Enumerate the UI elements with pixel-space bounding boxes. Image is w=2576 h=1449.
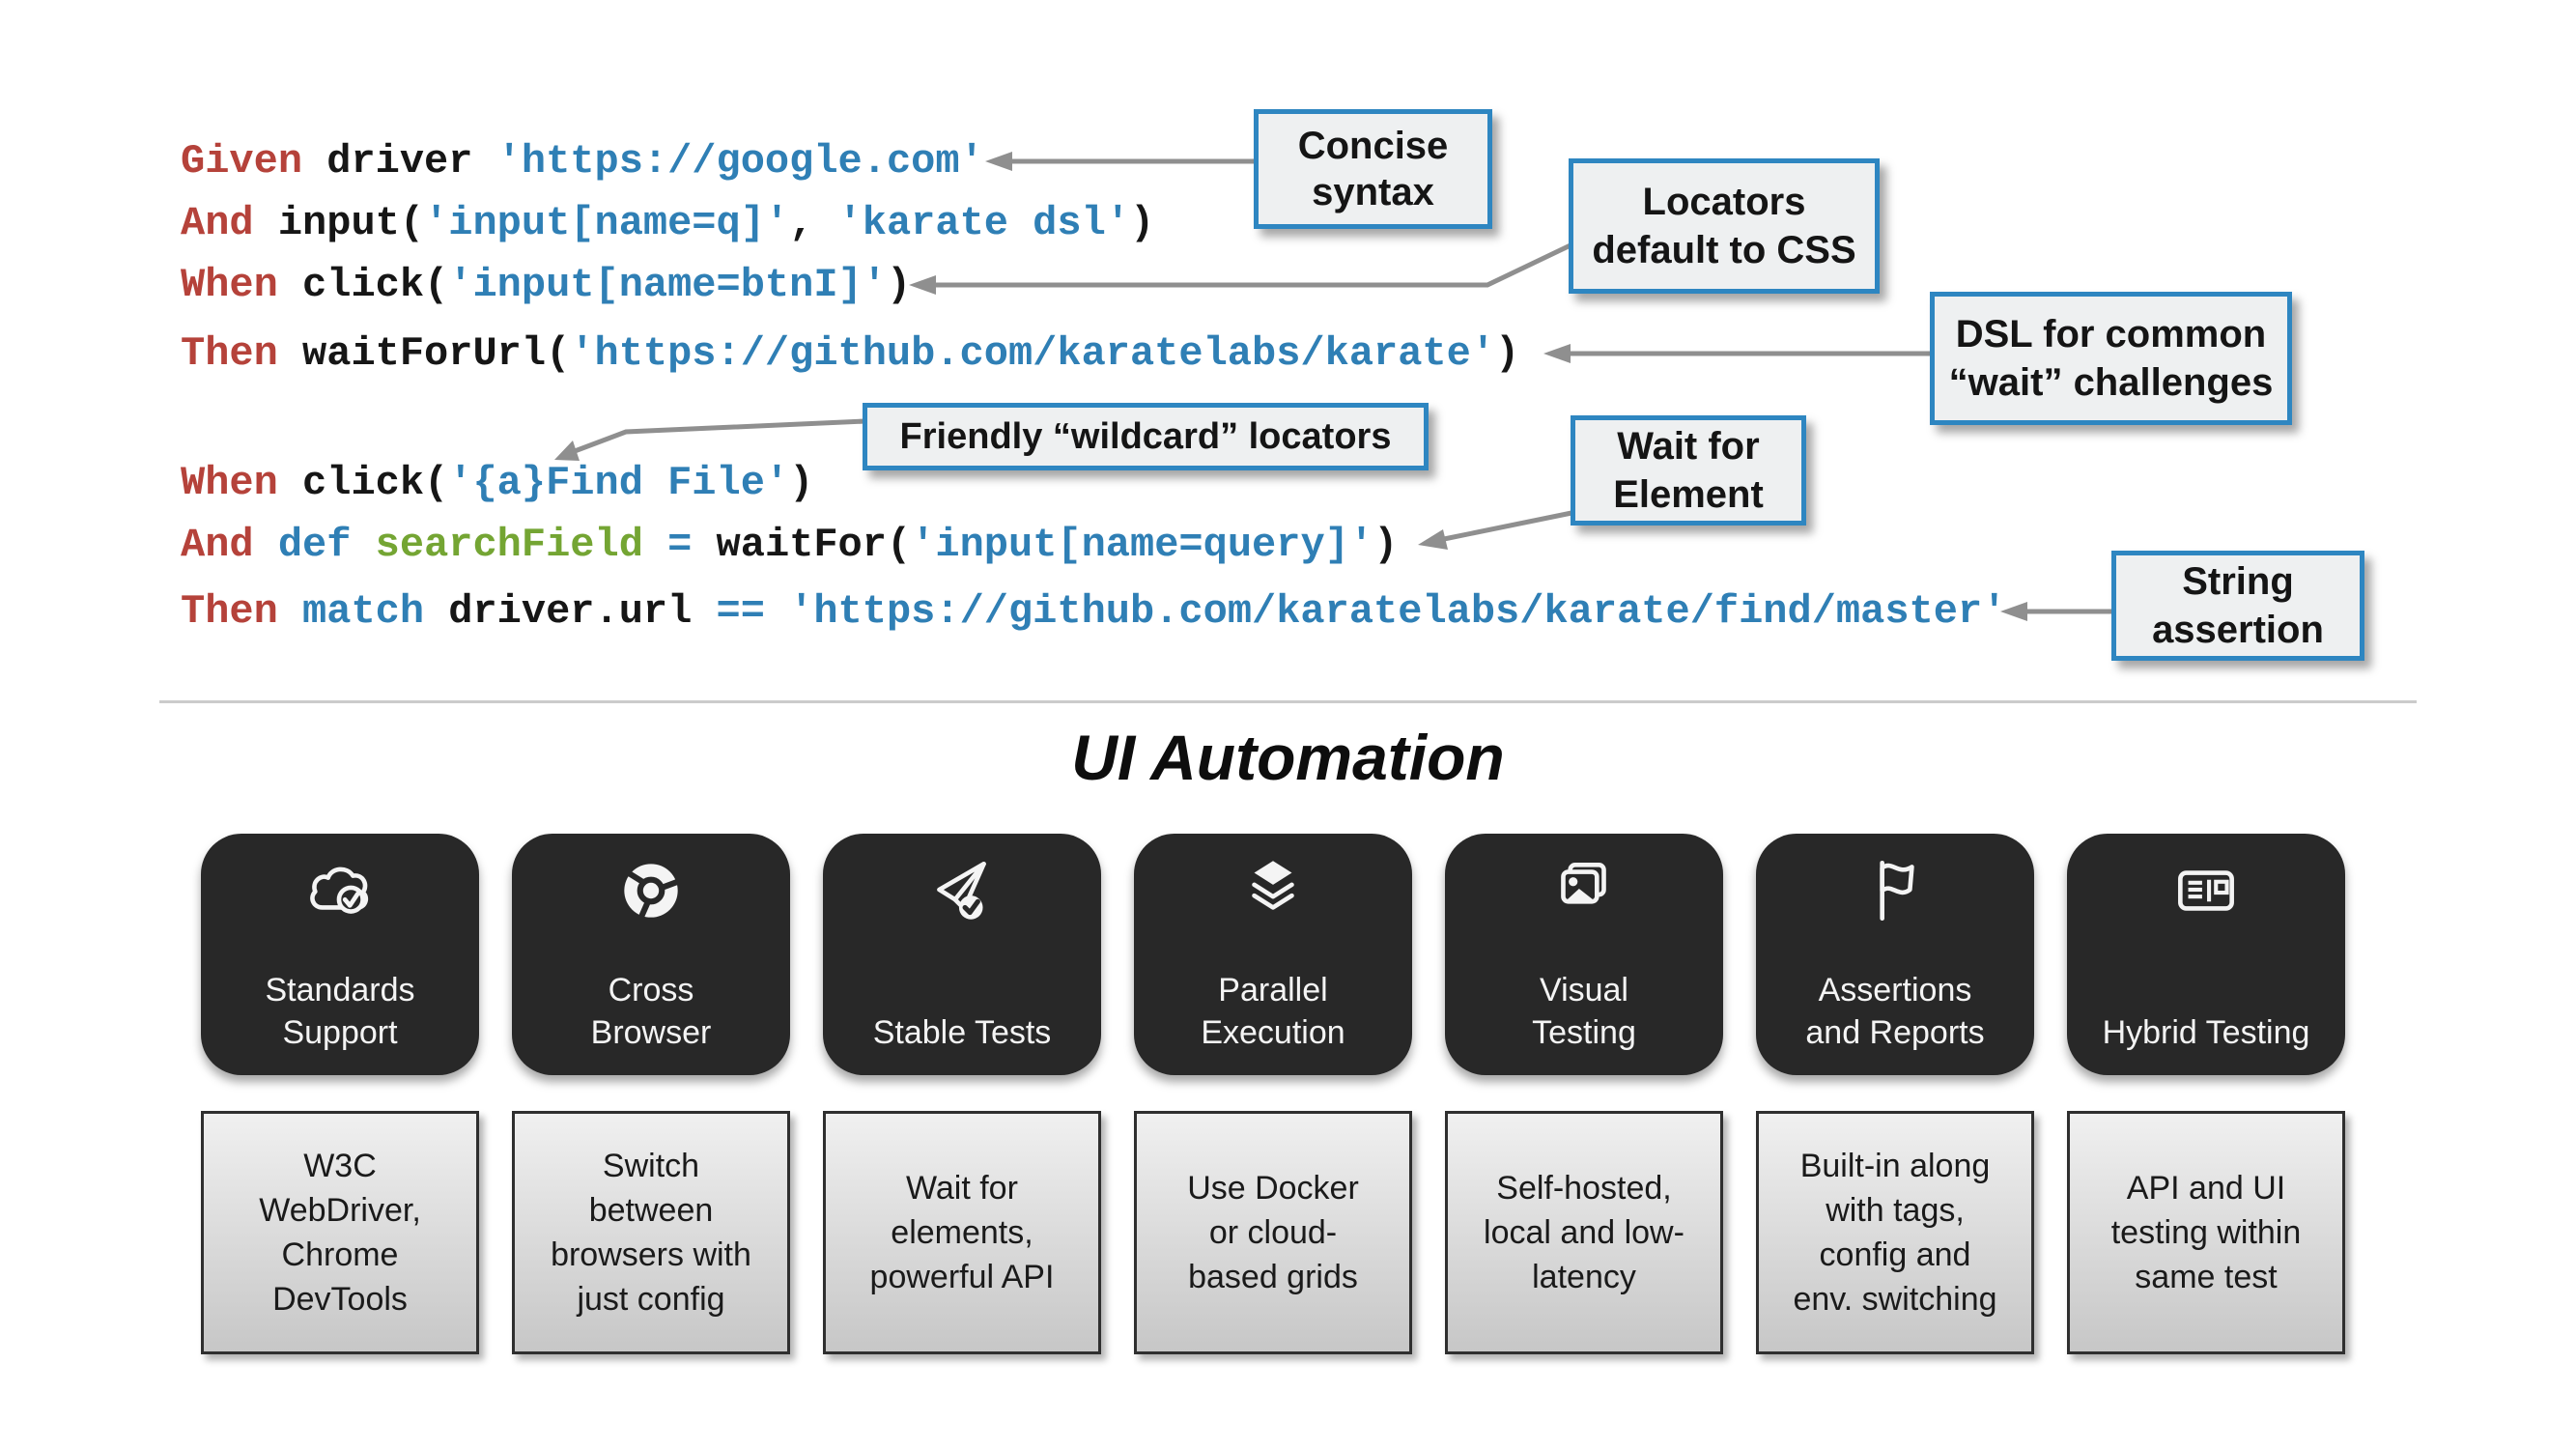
cloud-check-icon bbox=[201, 851, 479, 930]
leader-locators-css bbox=[935, 241, 1576, 288]
code-token: 'https://github.com/karatelabs/karate/fi… bbox=[764, 588, 2007, 635]
code-token: Then bbox=[181, 588, 278, 635]
code-token: click( bbox=[277, 262, 449, 308]
code-token: waitForUrl( bbox=[277, 330, 571, 377]
code-token: ) bbox=[886, 262, 912, 308]
arrowhead-locators bbox=[909, 275, 936, 295]
feature-card-hybrid-testing: Hybrid Testing bbox=[2067, 834, 2345, 1075]
callout-locators-label: Locators default to CSS bbox=[1592, 181, 1856, 271]
feature-description-card: Built-in along with tags, config and env… bbox=[1756, 1111, 2034, 1354]
code-token: '{a}Find File' bbox=[448, 460, 790, 506]
code-token: == bbox=[692, 588, 765, 635]
section-divider bbox=[159, 700, 2417, 703]
code-token: searchField bbox=[351, 522, 643, 568]
code-token: ) bbox=[1495, 330, 1520, 377]
feature-description-card: W3C WebDriver, Chrome DevTools bbox=[201, 1111, 479, 1354]
code-token: And bbox=[181, 200, 254, 246]
code-line-4: Then waitForUrl('https://github.com/kara… bbox=[181, 329, 1519, 378]
feature-description-card: Self-hosted, local and low- latency bbox=[1445, 1111, 1723, 1354]
feature-description-card: Use Docker or cloud- based grids bbox=[1134, 1111, 1412, 1354]
code-token: Then bbox=[181, 330, 278, 377]
feature-card-cross-browser: Cross Browser bbox=[512, 834, 790, 1075]
code-token: ) bbox=[789, 460, 814, 506]
code-token: When bbox=[181, 262, 278, 308]
code-token: input( bbox=[253, 200, 425, 246]
feature-description-card: Switch between browsers with just config bbox=[512, 1111, 790, 1354]
chrome-icon bbox=[512, 851, 790, 930]
code-token: ) bbox=[1130, 200, 1155, 246]
feature-description-text: Wait for elements, powerful API bbox=[869, 1170, 1055, 1295]
callout-locators-default-css: Locators default to CSS bbox=[1569, 158, 1880, 294]
paper-plane-check-icon bbox=[823, 851, 1101, 930]
callout-friendly-wildcard-locators: Friendly “wildcard” locators bbox=[863, 403, 1429, 470]
callout-string-assertion: String assertion bbox=[2111, 551, 2364, 661]
callout-dsl-wait-challenges: DSL for common “wait” challenges bbox=[1930, 292, 2292, 425]
arrowhead-wait bbox=[1418, 529, 1448, 550]
code-token: And bbox=[181, 522, 254, 568]
callout-concise-label: Concise syntax bbox=[1297, 125, 1449, 213]
code-token: click( bbox=[277, 460, 449, 506]
callout-assert-label: String assertion bbox=[2152, 560, 2324, 651]
code-line-1: Given driver 'https://google.com' bbox=[181, 137, 984, 185]
feature-description-text: Self-hosted, local and low- latency bbox=[1484, 1170, 1684, 1295]
feature-card-label: Visual Testing bbox=[1532, 972, 1636, 1051]
leader-wildcard bbox=[574, 418, 866, 454]
callout-wait-label: Wait for Element bbox=[1613, 425, 1764, 516]
feature-card-label: Cross Browser bbox=[590, 972, 712, 1051]
feature-description-text: Built-in along with tags, config and env… bbox=[1793, 1148, 1997, 1318]
code-line-2: And input('input[name=q]', 'karate dsl') bbox=[181, 199, 1154, 247]
callout-wait-for-element: Wait for Element bbox=[1571, 415, 1806, 526]
code-token: 'https://github.com/karatelabs/karate' bbox=[570, 330, 1496, 377]
code-token: When bbox=[181, 460, 278, 506]
arrowhead-wildcard bbox=[554, 440, 580, 461]
page-title: UI Automation bbox=[1071, 722, 1505, 793]
code-token: , bbox=[789, 200, 838, 246]
feature-description-card: Wait for elements, powerful API bbox=[823, 1111, 1101, 1354]
code-token: Given bbox=[181, 138, 303, 185]
code-token: 'input[name=query]' bbox=[911, 522, 1374, 568]
code-token: def bbox=[253, 522, 352, 568]
feature-description-text: W3C WebDriver, Chrome DevTools bbox=[259, 1148, 421, 1318]
code-line-3: When click('input[name=btnI]') bbox=[181, 261, 911, 309]
photos-icon bbox=[1445, 851, 1723, 930]
feature-card-visual-testing: Visual Testing bbox=[1445, 834, 1723, 1075]
code-token: driver.url bbox=[424, 588, 693, 635]
feature-card-label: Assertions and Reports bbox=[1805, 972, 1985, 1051]
callout-dsl-label: DSL for common “wait” challenges bbox=[1948, 313, 2274, 404]
flag-icon bbox=[1756, 851, 2034, 930]
callout-concise-syntax: Concise syntax bbox=[1254, 109, 1492, 229]
feature-card-standards-support: Standards Support bbox=[201, 834, 479, 1075]
feature-description-text: Switch between browsers with just config bbox=[551, 1148, 751, 1318]
postcard-icon bbox=[2067, 851, 2345, 930]
feature-card-stable-tests: Stable Tests bbox=[823, 834, 1101, 1075]
code-token: = bbox=[642, 522, 693, 568]
code-token: match bbox=[277, 588, 425, 635]
feature-description-card: API and UI testing within same test bbox=[2067, 1111, 2345, 1354]
code-line-7: Then match driver.url == 'https://github… bbox=[181, 587, 2006, 636]
code-token: ) bbox=[1373, 522, 1399, 568]
code-token: 'karate dsl' bbox=[837, 200, 1130, 246]
callout-wildcard-label: Friendly “wildcard” locators bbox=[899, 416, 1392, 457]
code-token: 'https://google.com' bbox=[496, 138, 984, 185]
arrowhead-dsl bbox=[1543, 344, 1571, 363]
feature-description-text: API and UI testing within same test bbox=[2110, 1170, 2302, 1295]
feature-card-label: Parallel Execution bbox=[1201, 972, 1345, 1051]
code-line-5: When click('{a}Find File') bbox=[181, 459, 813, 507]
feature-card-assertions-and-reports: Assertions and Reports bbox=[1756, 834, 2034, 1075]
feature-card-label: Standards Support bbox=[265, 972, 415, 1051]
layers-icon bbox=[1134, 851, 1412, 930]
feature-card-parallel-execution: Parallel Execution bbox=[1134, 834, 1412, 1075]
code-token: driver bbox=[302, 138, 497, 185]
code-token: waitFor( bbox=[692, 522, 912, 568]
feature-card-label: Stable Tests bbox=[872, 1014, 1052, 1051]
code-token: 'input[name=q]' bbox=[424, 200, 790, 246]
feature-description-text: Use Docker or cloud- based grids bbox=[1187, 1170, 1359, 1295]
code-line-6: And def searchField = waitFor('input[nam… bbox=[181, 521, 1398, 569]
arrowhead-concise bbox=[985, 152, 1012, 171]
feature-card-label: Hybrid Testing bbox=[2102, 1014, 2310, 1051]
leader-wait-element bbox=[1443, 509, 1577, 542]
code-token: 'input[name=btnI]' bbox=[448, 262, 887, 308]
